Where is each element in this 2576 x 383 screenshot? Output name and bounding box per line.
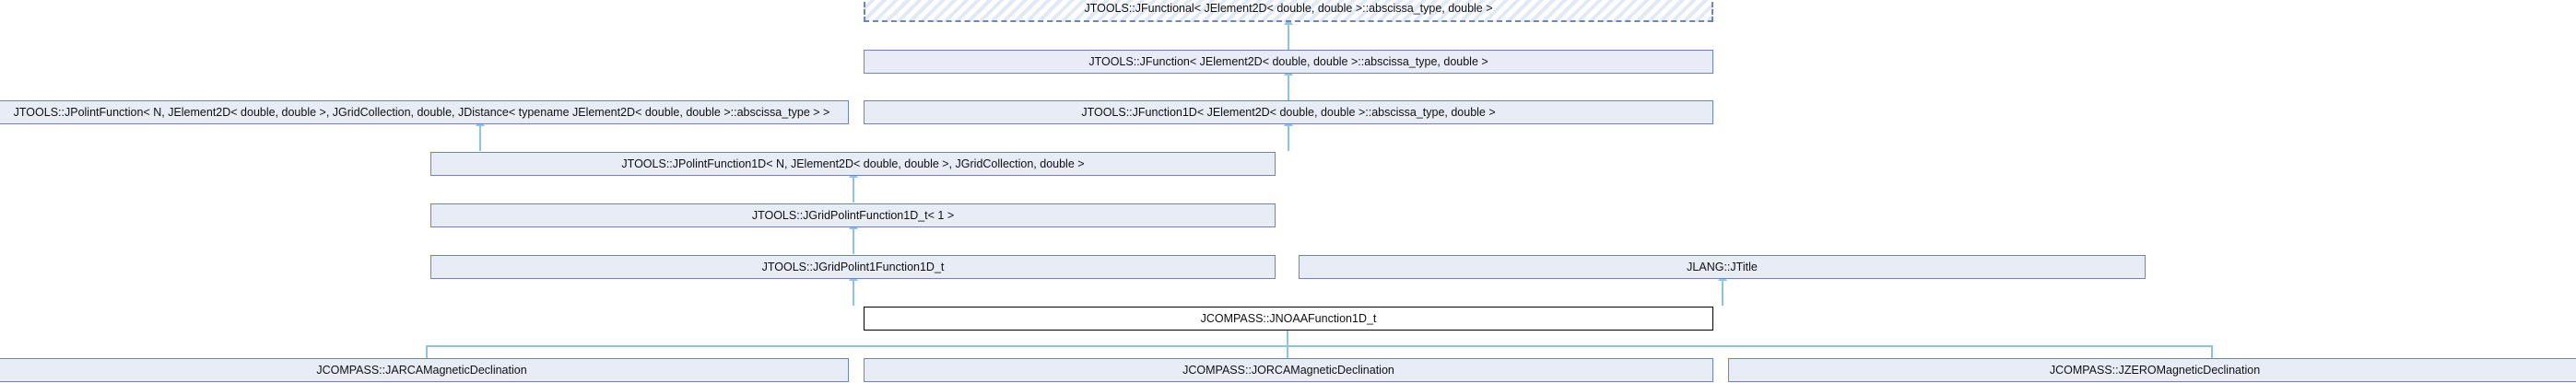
edge-jgridpolintfunction1d-to-jpolintfunction1d <box>853 176 854 203</box>
edge-jnoaafunction1d-to-jgridpolint1function1d <box>853 279 854 306</box>
class-node-jorca[interactable]: JCOMPASS::JORCAMagneticDeclination <box>864 358 1713 382</box>
class-node-label: JTOOLS::JFunction< JElement2D< double, d… <box>1088 54 1488 68</box>
class-node-label: JTOOLS::JGridPolintFunction1D_t< 1 > <box>751 208 955 222</box>
class-node-jzero[interactable]: JCOMPASS::JZEROMagneticDeclination <box>1728 358 2576 382</box>
class-node-label: JTOOLS::JGridPolint1Function1D_t <box>761 260 945 273</box>
edge-jnoaafunction1d-to-jtitle <box>1722 279 1723 306</box>
edge-bus-horizontal <box>426 345 2212 347</box>
edge-bus-stem-jnoaafunction1d <box>1287 331 1288 346</box>
class-node-label: JTOOLS::JFunction1D< JElement2D< double,… <box>1081 105 1496 119</box>
edge-jfunction-to-jfunctional <box>1288 23 1289 50</box>
class-node-label: JCOMPASS::JZEROMagneticDeclination <box>2049 363 2261 377</box>
class-node-jnoaafunction1d[interactable]: JCOMPASS::JNOAAFunction1D_t <box>864 307 1713 331</box>
class-node-jgridpolint1function1d[interactable]: JTOOLS::JGridPolint1Function1D_t <box>430 255 1276 279</box>
class-node-jarca[interactable]: JCOMPASS::JARCAMagneticDeclination <box>0 358 849 382</box>
class-node-jfunctional[interactable]: JTOOLS::JFunctional< JElement2D< double,… <box>864 0 1713 22</box>
class-node-label: JCOMPASS::JNOAAFunction1D_t <box>1200 311 1377 325</box>
edge-bus-to-jorca <box>1287 345 1288 359</box>
class-node-label: JTOOLS::JPolintFunction< N, JElement2D< … <box>13 105 830 119</box>
edge-jfunction1d-to-jfunction <box>1288 74 1289 100</box>
class-node-jpolintfunction1d[interactable]: JTOOLS::JPolintFunction1D< N, JElement2D… <box>430 152 1276 176</box>
class-node-jpolintfunction[interactable]: JTOOLS::JPolintFunction< N, JElement2D< … <box>0 100 849 124</box>
edge-jgridpolint1function1d-to-jgridpolintfunction1d <box>853 227 854 254</box>
class-node-jfunction[interactable]: JTOOLS::JFunction< JElement2D< double, d… <box>864 50 1713 74</box>
class-node-jgridpolintfunction1d[interactable]: JTOOLS::JGridPolintFunction1D_t< 1 > <box>430 203 1276 227</box>
class-node-jfunction1d[interactable]: JTOOLS::JFunction1D< JElement2D< double,… <box>864 100 1713 124</box>
edge-bus-to-jzero <box>2211 345 2213 359</box>
class-node-label: JCOMPASS::JARCAMagneticDeclination <box>316 363 527 377</box>
edge-jpolintfunction1d-to-jpolintfunction <box>479 124 481 151</box>
class-node-jtitle[interactable]: JLANG::JTitle <box>1299 255 2146 279</box>
class-node-label: JLANG::JTitle <box>1687 260 1758 273</box>
edge-jpolintfunction1d-to-jfunction1d <box>1288 124 1289 151</box>
class-node-label: JTOOLS::JFunctional< JElement2D< double,… <box>1084 1 1493 15</box>
edge-bus-to-jarca <box>426 345 428 359</box>
class-node-label: JTOOLS::JPolintFunction1D< N, JElement2D… <box>621 157 1085 170</box>
class-node-label: JCOMPASS::JORCAMagneticDeclination <box>1182 363 1394 377</box>
